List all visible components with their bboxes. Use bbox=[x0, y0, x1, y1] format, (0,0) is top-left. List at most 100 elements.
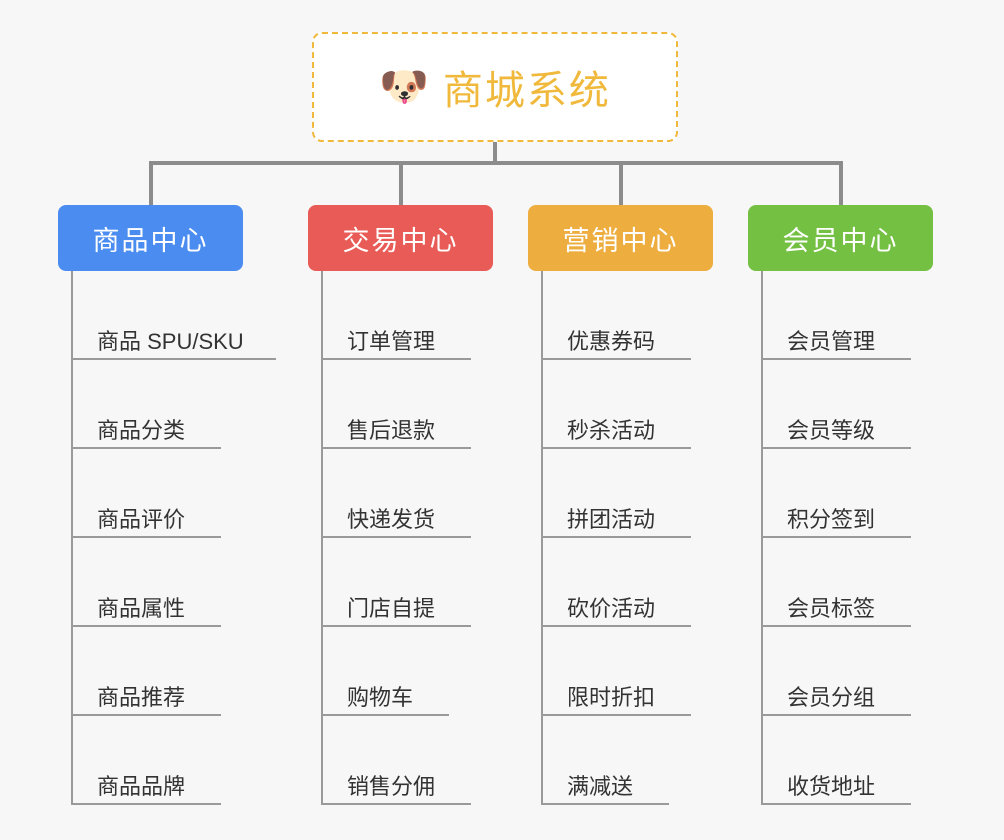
leaf-item[interactable]: 砍价活动 bbox=[541, 538, 713, 627]
branch-header-2[interactable]: 交易中心 bbox=[308, 205, 493, 271]
root-title: 商城系统 bbox=[442, 69, 611, 113]
leaf-item-rule bbox=[321, 358, 471, 360]
leaf-item[interactable]: 会员分组 bbox=[761, 627, 933, 716]
leaf-item-label: 商品推荐 bbox=[97, 684, 186, 710]
leaf-item-label: 订单管理 bbox=[347, 328, 436, 354]
leaf-item-label: 商品品牌 bbox=[97, 773, 186, 799]
branch-items-4: 会员管理会员等级积分签到会员标签会员分组收货地址 bbox=[748, 271, 933, 805]
branch-column-2: 交易中心订单管理售后退款快递发货门店自提购物车销售分佣 bbox=[308, 205, 493, 805]
branch-connector-1 bbox=[149, 161, 153, 207]
leaf-item-rule bbox=[761, 625, 911, 627]
branch-header-label: 营销中心 bbox=[562, 225, 679, 256]
leaf-item-label: 拼团活动 bbox=[567, 506, 656, 532]
leaf-item[interactable]: 商品品牌 bbox=[71, 716, 243, 805]
leaf-item[interactable]: 商品评价 bbox=[71, 449, 243, 538]
leaf-item-rule bbox=[321, 625, 471, 627]
root-connector-vertical bbox=[493, 142, 497, 164]
leaf-item[interactable]: 购物车 bbox=[321, 627, 493, 716]
branch-items-3: 优惠券码秒杀活动拼团活动砍价活动限时折扣满减送 bbox=[528, 271, 713, 805]
leaf-item-label: 购物车 bbox=[347, 684, 414, 710]
leaf-item-rule bbox=[71, 358, 276, 360]
leaf-item-label: 限时折扣 bbox=[567, 684, 656, 710]
leaf-item-rule bbox=[761, 714, 911, 716]
leaf-item-rule bbox=[541, 358, 691, 360]
branch-connector-4 bbox=[839, 161, 843, 207]
leaf-item-label: 会员管理 bbox=[787, 328, 876, 354]
leaf-item[interactable]: 积分签到 bbox=[761, 449, 933, 538]
leaf-item-rule bbox=[761, 358, 911, 360]
branch-trunk-line bbox=[541, 271, 543, 805]
leaf-item[interactable]: 满减送 bbox=[541, 716, 713, 805]
branch-items-1: 商品 SPU/SKU 商品分类商品评价商品属性商品推荐商品品牌 bbox=[58, 271, 276, 805]
leaf-item-label: 秒杀活动 bbox=[567, 417, 656, 443]
leaf-item-rule bbox=[321, 714, 449, 716]
leaf-item-label: 商品 SPU/SKU bbox=[97, 328, 244, 354]
leaf-item-label: 收货地址 bbox=[787, 773, 876, 799]
leaf-item-rule bbox=[321, 803, 471, 805]
leaf-item[interactable]: 收货地址 bbox=[761, 716, 933, 805]
branch-items-2: 订单管理售后退款快递发货门店自提购物车销售分佣 bbox=[308, 271, 493, 805]
dog-face-icon: 🐶 bbox=[379, 65, 429, 109]
leaf-item[interactable]: 售后退款 bbox=[321, 360, 493, 449]
leaf-item-label: 商品评价 bbox=[97, 506, 186, 532]
leaf-item[interactable]: 快递发货 bbox=[321, 449, 493, 538]
branch-connector-3 bbox=[619, 161, 623, 207]
leaf-item-rule bbox=[71, 714, 221, 716]
leaf-item-rule bbox=[541, 803, 669, 805]
leaf-item-label: 会员等级 bbox=[787, 417, 876, 443]
leaf-item-rule bbox=[541, 447, 691, 449]
branch-column-4: 会员中心会员管理会员等级积分签到会员标签会员分组收货地址 bbox=[748, 205, 933, 805]
leaf-item[interactable]: 会员管理 bbox=[761, 271, 933, 360]
leaf-item[interactable]: 秒杀活动 bbox=[541, 360, 713, 449]
leaf-item-label: 会员分组 bbox=[787, 684, 876, 710]
leaf-item-label: 门店自提 bbox=[347, 595, 436, 621]
leaf-item-rule bbox=[71, 625, 221, 627]
branch-header-3[interactable]: 营销中心 bbox=[528, 205, 713, 271]
leaf-item[interactable]: 拼团活动 bbox=[541, 449, 713, 538]
leaf-item-label: 商品属性 bbox=[97, 595, 186, 621]
branch-header-label: 商品中心 bbox=[92, 225, 209, 256]
leaf-item[interactable]: 商品分类 bbox=[71, 360, 243, 449]
branch-header-label: 交易中心 bbox=[342, 225, 459, 256]
branch-header-1[interactable]: 商品中心 bbox=[58, 205, 243, 271]
leaf-item[interactable]: 优惠券码 bbox=[541, 271, 713, 360]
leaf-item-label: 满减送 bbox=[567, 773, 634, 799]
leaf-item-rule bbox=[541, 536, 691, 538]
leaf-item-label: 商品分类 bbox=[97, 417, 186, 443]
leaf-item-label: 快递发货 bbox=[347, 506, 436, 532]
leaf-item[interactable]: 限时折扣 bbox=[541, 627, 713, 716]
branch-column-1: 商品中心商品 SPU/SKU 商品分类商品评价商品属性商品推荐商品品牌 bbox=[58, 205, 276, 805]
leaf-item[interactable]: 商品推荐 bbox=[71, 627, 243, 716]
branch-trunk-line bbox=[321, 271, 323, 805]
leaf-item[interactable]: 商品属性 bbox=[71, 538, 243, 627]
leaf-item[interactable]: 门店自提 bbox=[321, 538, 493, 627]
leaf-item-rule bbox=[541, 625, 691, 627]
branch-header-4[interactable]: 会员中心 bbox=[748, 205, 933, 271]
leaf-item-rule bbox=[71, 536, 221, 538]
leaf-item-label: 积分签到 bbox=[787, 506, 876, 532]
root-node[interactable]: 🐶 商城系统 bbox=[312, 32, 678, 142]
branch-column-3: 营销中心优惠券码秒杀活动拼团活动砍价活动限时折扣满减送 bbox=[528, 205, 713, 805]
leaf-item-rule bbox=[71, 803, 221, 805]
leaf-item[interactable]: 商品 SPU/SKU bbox=[71, 271, 276, 360]
leaf-item-label: 砍价活动 bbox=[567, 595, 656, 621]
branch-trunk-line bbox=[71, 271, 73, 805]
leaf-item-label: 售后退款 bbox=[347, 417, 436, 443]
leaf-item-rule bbox=[321, 447, 471, 449]
leaf-item-label: 会员标签 bbox=[787, 595, 876, 621]
leaf-item-rule bbox=[761, 447, 911, 449]
leaf-item[interactable]: 会员等级 bbox=[761, 360, 933, 449]
leaf-item-rule bbox=[541, 714, 691, 716]
leaf-item-rule bbox=[321, 536, 471, 538]
leaf-item-rule bbox=[761, 536, 911, 538]
leaf-item[interactable]: 会员标签 bbox=[761, 538, 933, 627]
leaf-item[interactable]: 销售分佣 bbox=[321, 716, 493, 805]
branch-connector-bus bbox=[151, 161, 839, 165]
leaf-item[interactable]: 订单管理 bbox=[321, 271, 493, 360]
leaf-item-rule bbox=[761, 803, 911, 805]
leaf-item-label: 优惠券码 bbox=[567, 328, 656, 354]
branch-trunk-line bbox=[761, 271, 763, 805]
branch-connector-2 bbox=[399, 161, 403, 207]
leaf-item-label: 销售分佣 bbox=[347, 773, 436, 799]
